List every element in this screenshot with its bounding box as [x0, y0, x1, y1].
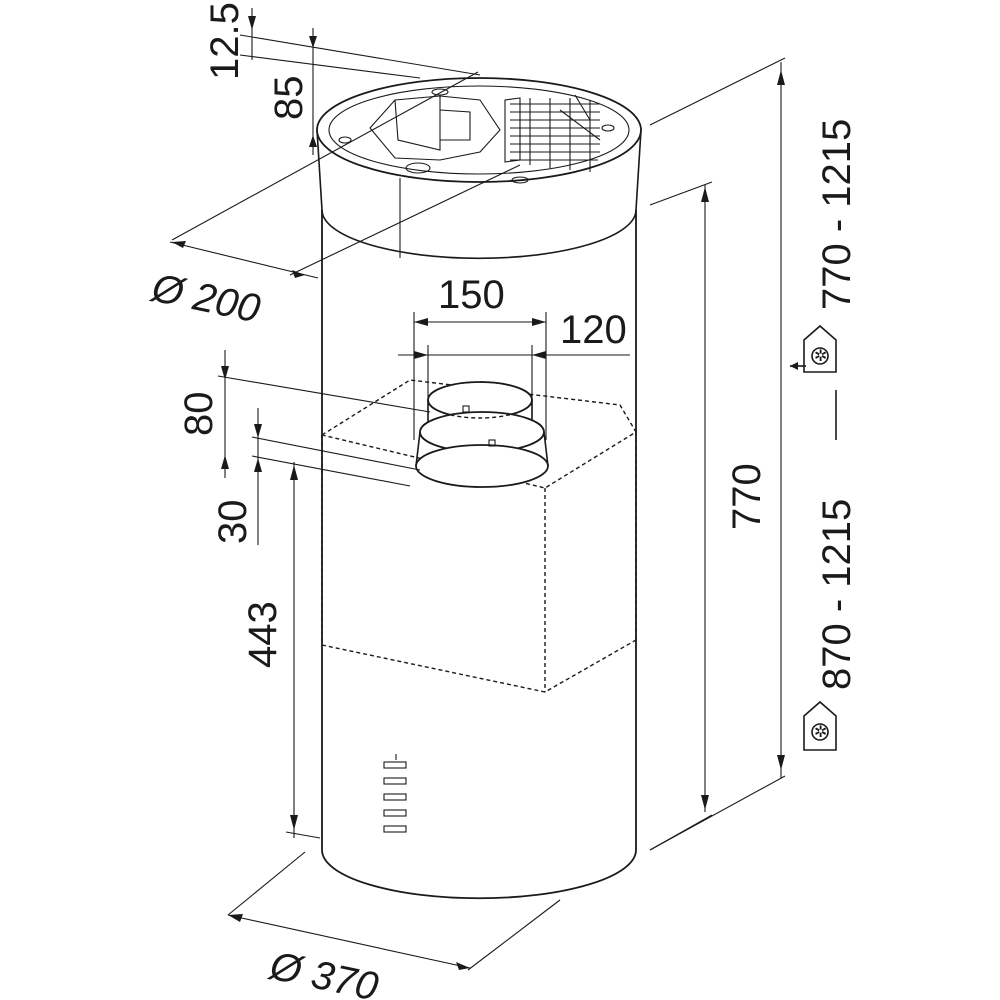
outlet-spigot: [415, 381, 549, 488]
dim-85: 85: [267, 76, 311, 121]
control-panel: [383, 754, 407, 833]
dim-80: 80: [177, 392, 221, 437]
range-recirculation: 770 - 1215: [815, 119, 859, 310]
control-button: [383, 809, 407, 817]
house-extraction-icon: ✲: [803, 700, 837, 751]
dim-443: 443: [241, 601, 285, 668]
dim-770: 770: [725, 463, 769, 530]
dim-150: 150: [438, 273, 505, 317]
house-recirculation-icon: ✲: [790, 324, 837, 373]
dimension-lines: [169, 8, 786, 971]
control-button: [383, 761, 407, 769]
control-button: [383, 825, 407, 833]
control-button: [383, 777, 407, 785]
control-button: [383, 793, 407, 801]
fan-symbol: ✲: [814, 346, 827, 365]
fan-symbol: ✲: [814, 722, 827, 741]
dim-diameter-370: Ø 370: [264, 943, 382, 1000]
range-extraction: 870 - 1215: [815, 499, 859, 690]
top-plate: [328, 85, 630, 184]
dim-12-5: 12.5: [203, 2, 247, 80]
dim-diameter-200: Ø 200: [146, 265, 264, 331]
dim-30: 30: [211, 500, 255, 545]
hood-body: [316, 77, 642, 900]
grille-slots: [504, 94, 601, 172]
dim-120: 120: [560, 308, 627, 352]
